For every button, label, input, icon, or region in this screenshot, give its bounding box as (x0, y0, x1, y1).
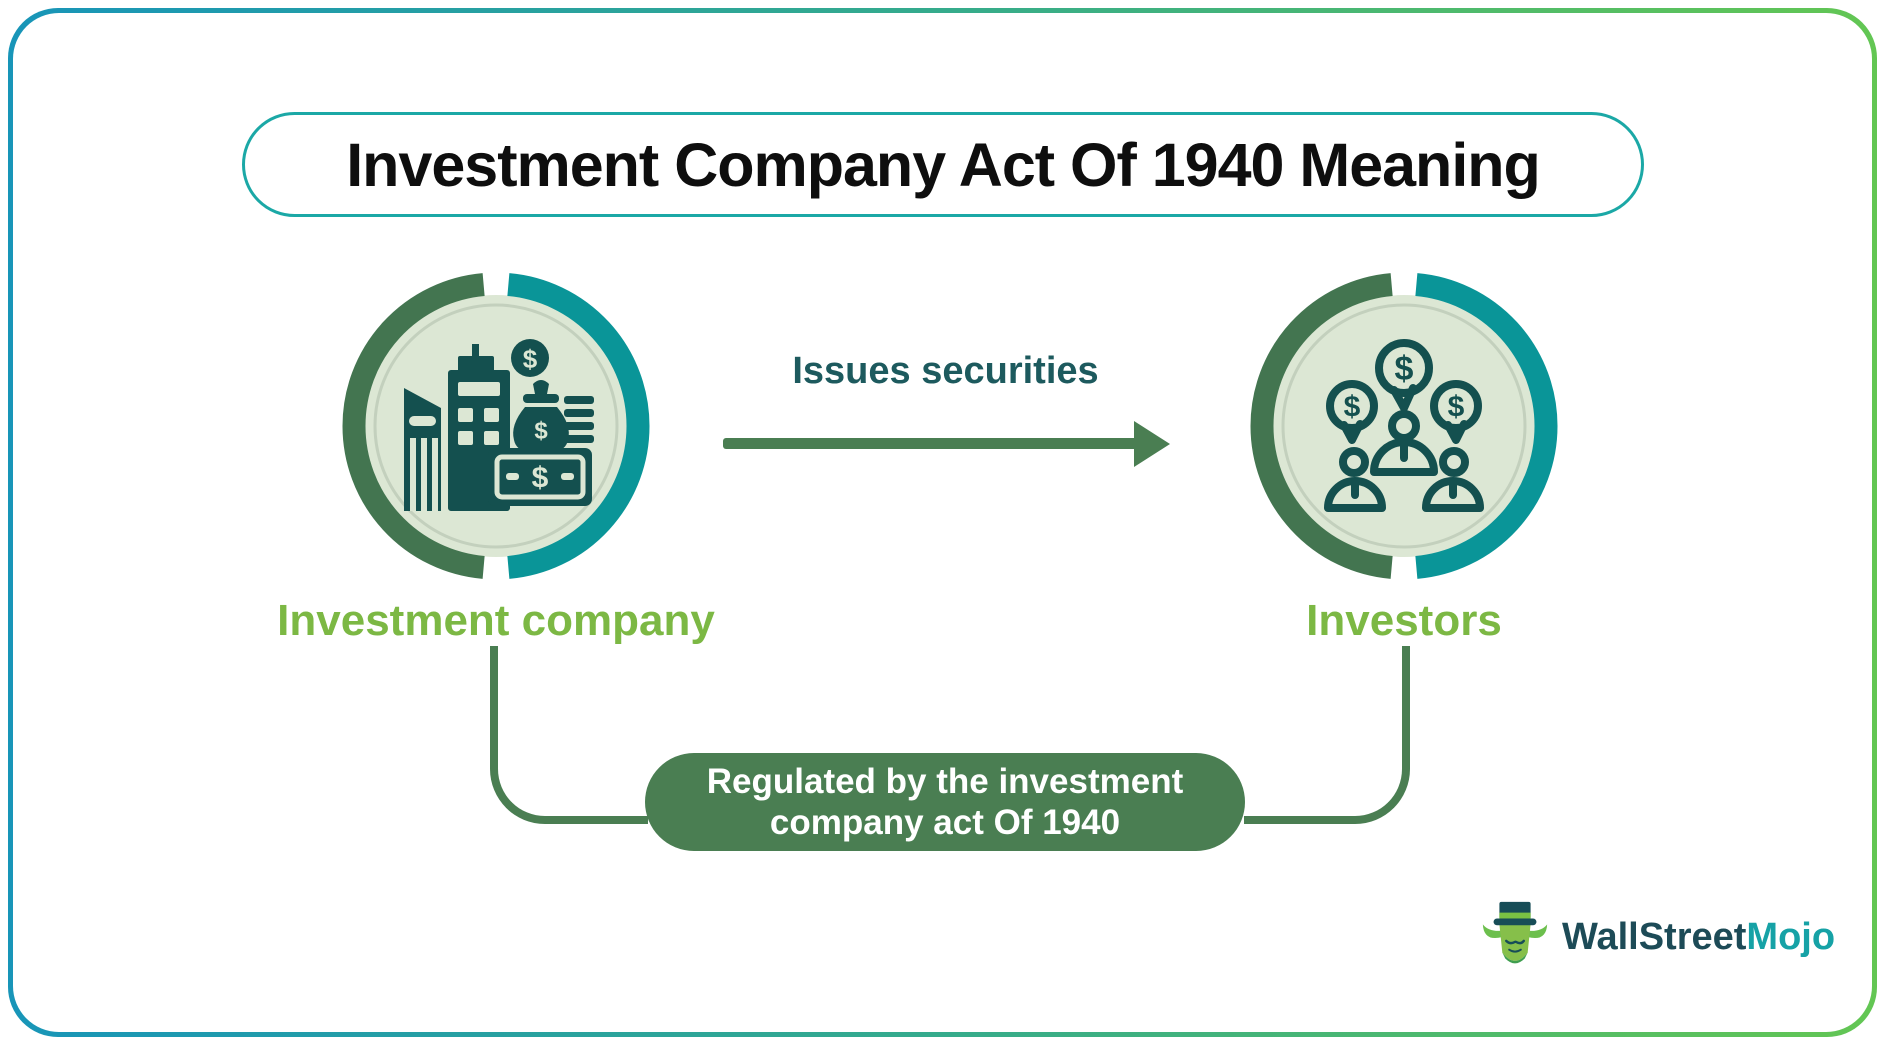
investors-group-icon: $ $ $ (1324, 339, 1484, 512)
left-connector-line (490, 646, 648, 824)
regulation-line2: company act Of 1940 (769, 803, 1121, 842)
dollar-glyph: $ (1395, 350, 1414, 388)
dollar-glyph: $ (534, 418, 548, 445)
flow-arrow-shaft (723, 438, 1137, 449)
regulation-pill: Regulated by the investment company act … (645, 753, 1245, 851)
brand-mojo: Mojo (1746, 915, 1836, 958)
brand-wallstreet: WallStreet (1562, 915, 1747, 958)
investment-company-node: $ $ $ (342, 272, 650, 580)
title-box: Investment Company Act Of 1940 Meaning (242, 112, 1644, 217)
dollar-glyph: $ (532, 462, 549, 495)
right-connector-line (1244, 646, 1410, 824)
wallstreetmojo-bull-icon (1482, 901, 1548, 964)
page-title: Investment Company Act Of 1940 Meaning (346, 130, 1541, 199)
brand-wordmark: WallStreetMojo (1562, 916, 1835, 959)
investment-company-label: Investment company (277, 596, 715, 645)
regulation-line1: Regulated by the investment (706, 761, 1184, 801)
gradient-border-frame (8, 8, 1877, 1037)
dollar-glyph: $ (1344, 391, 1361, 424)
dollar-glyph: $ (523, 344, 538, 374)
investment-company-buildings-icon: $ $ $ (404, 339, 594, 511)
investors-node: $ $ $ (1250, 272, 1558, 580)
flow-arrow-head-icon (1134, 421, 1170, 467)
issues-securities-label: Issues securities (792, 350, 1099, 392)
investors-label: Investors (1306, 596, 1502, 645)
wallstreetmojo-logo: WallStreetMojo (1476, 898, 1835, 976)
dollar-glyph: $ (1448, 391, 1465, 424)
